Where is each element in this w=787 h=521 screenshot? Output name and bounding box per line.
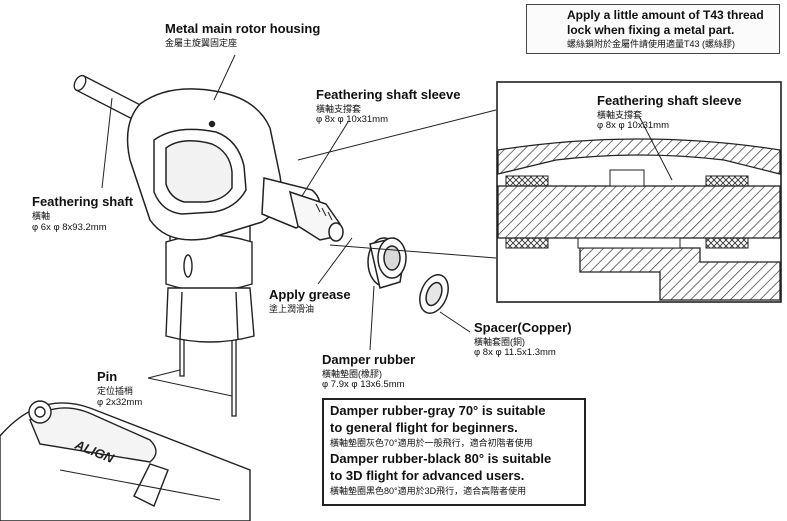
shaft-title: Feathering shaft (32, 194, 134, 209)
feathering-shaft-left (73, 74, 151, 125)
rotor-housing-zh: 金屬主旋翼固定座 (165, 38, 238, 48)
damper-dim: φ 7.9x φ 13x6.5mm (322, 379, 405, 390)
note-black-zh: 橫軸墊圈黑色80°適用於3D飛行，適合高階者使用 (330, 486, 527, 496)
spacer-dim: φ 8x φ 11.5x1.3mm (474, 347, 556, 358)
note-gray-line-2: to general flight for beginners. (330, 420, 518, 435)
note-black-line-1: Damper rubber-black 80° is suitable (330, 451, 552, 466)
grease-zh: 塗上潤滑油 (269, 304, 315, 314)
sleeve-detail-title: Feathering shaft sleeve (597, 93, 742, 108)
grease-title: Apply grease (269, 287, 351, 302)
pin-dim: φ 2x32mm (97, 397, 143, 408)
pin-zh: 定位插梢 (97, 386, 134, 396)
rotor-housing (126, 88, 344, 242)
spacer-washer (419, 274, 449, 314)
note-black-line-2: to 3D flight for advanced users. (330, 468, 525, 483)
damper-title: Damper rubber (322, 352, 416, 367)
sleeve-title: Feathering shaft sleeve (316, 87, 461, 102)
damper-note: Damper rubber-gray 70° is suitable to ge… (322, 398, 586, 506)
note-gray-line-1: Damper rubber-gray 70° is suitable (330, 403, 546, 418)
leader-lines (101, 54, 497, 397)
note-gray-zh: 橫軸墊圈灰色70°適用於一般飛行，適合初階者使用 (330, 438, 533, 448)
sleeve-zh: 橫軸支撐套 (316, 104, 362, 114)
damper-zh: 橫軸墊圈(橡膠) (322, 369, 382, 379)
sleeve-detail-dim: φ 8x φ 10x31mm (597, 120, 669, 131)
section-detail (496, 81, 782, 303)
thread-lock-tip: Apply a little amount of T43 thread lock… (526, 4, 780, 54)
spacer-zh: 橫軸套圈(銅) (474, 337, 525, 347)
rotor-housing-title: Metal main rotor housing (165, 21, 321, 36)
damper-rubber (367, 237, 407, 289)
sleeve-detail-zh: 橫軸支撐套 (597, 110, 643, 120)
pin-title: Pin (97, 369, 118, 384)
spacer-title: Spacer(Copper) (474, 320, 572, 335)
shaft-zh: 橫軸 (32, 211, 51, 221)
shaft-dim: φ 6x φ 8x93.2mm (32, 222, 107, 233)
tip-line-1: Apply a little amount of T43 thread (567, 8, 764, 22)
tip-line-zh: 螺絲鎖附於金屬件請使用適量T43 (螺絲膠) (567, 39, 736, 49)
tip-line-2: lock when fixing a metal part. (567, 23, 735, 37)
blade-grip (0, 400, 251, 521)
sleeve-dim: φ 8x φ 10x31mm (316, 114, 388, 125)
